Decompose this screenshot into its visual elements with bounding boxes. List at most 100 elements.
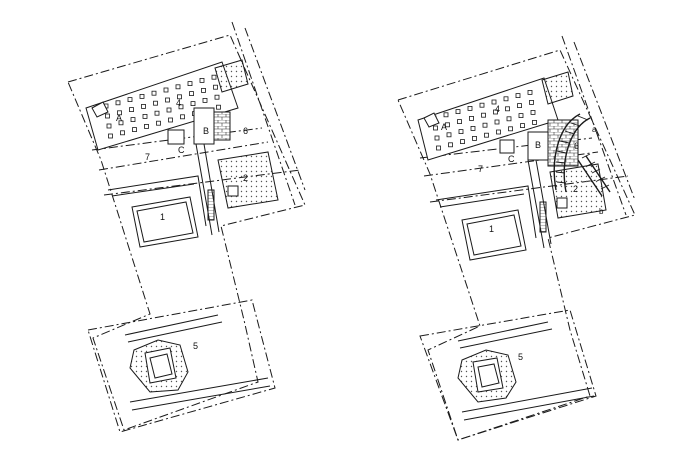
room-c-right — [499, 139, 515, 154]
tile-mark — [127, 97, 133, 102]
label-right-point-b: b — [599, 207, 604, 216]
tile-mark — [505, 106, 510, 112]
tile-mark — [165, 97, 170, 103]
tile-mark — [144, 124, 149, 129]
tile-mark — [177, 94, 182, 100]
tile-mark — [532, 120, 537, 125]
tile-mark — [448, 142, 453, 148]
label-right-a: A — [441, 122, 447, 132]
tile-mark — [211, 74, 217, 80]
label-left-1: 1 — [160, 212, 165, 222]
tile-mark — [443, 112, 449, 118]
tile-mark — [187, 81, 193, 86]
tile-mark — [189, 91, 194, 96]
tile-mark — [175, 84, 181, 90]
tile-mark — [166, 107, 172, 113]
lower-parallel-lines-left — [124, 314, 271, 411]
label-left-b: B — [203, 126, 209, 136]
tile-mark — [433, 125, 438, 131]
tile-mark — [518, 113, 524, 118]
tile-mark — [216, 104, 221, 110]
boundary-upper-right — [397, 49, 636, 441]
tile-mark — [455, 109, 461, 114]
tile-mark — [457, 119, 462, 124]
tile-mark — [105, 113, 110, 119]
curved-wall-ticks-right — [555, 115, 589, 184]
label-right-4: 4 — [495, 104, 500, 114]
tile-mark — [120, 130, 125, 136]
tile-mark — [434, 135, 440, 141]
tile-mark — [470, 126, 476, 131]
label-left-5: 5 — [193, 341, 198, 351]
tile-mark — [139, 94, 145, 99]
field-1-steps-right — [435, 185, 537, 239]
tile-mark — [202, 98, 208, 103]
tile-mark — [151, 90, 157, 96]
label-left-a: A — [116, 113, 122, 123]
striped-passage-right — [539, 201, 547, 233]
ruin-5-core-left — [144, 347, 177, 384]
tile-mark — [482, 122, 488, 128]
tile-mark — [132, 127, 137, 132]
tile-mark — [503, 96, 509, 102]
lower-parallel-lines-right — [457, 321, 595, 421]
room-c-left — [167, 129, 185, 145]
small-box-right — [556, 197, 568, 209]
boundary-upper-left — [67, 34, 306, 431]
tile-mark — [530, 110, 536, 115]
tile-mark — [491, 99, 497, 105]
brick-strip-left — [213, 111, 231, 141]
label-right-6: 6 — [574, 141, 579, 151]
ruin-5-inner-right — [477, 363, 500, 388]
plan-right — [397, 35, 636, 441]
tile-mark — [481, 112, 486, 118]
label-left-c: C — [178, 145, 185, 155]
tile-mark — [117, 110, 122, 116]
tile-mark — [445, 122, 450, 128]
tile-mark — [118, 120, 124, 126]
tile-mark — [115, 100, 121, 106]
tile-mark — [479, 102, 485, 108]
field-1-outer-left — [131, 196, 199, 248]
plan-left — [67, 21, 306, 433]
tile-mark — [469, 116, 474, 121]
hut-a-right — [423, 112, 440, 128]
tile-mark — [190, 101, 196, 106]
tile-mark — [493, 109, 498, 115]
field-1-inner-left — [136, 201, 194, 243]
tile-mark — [436, 145, 441, 151]
label-right-7: 7 — [478, 164, 483, 174]
label-right-b: B — [535, 140, 541, 150]
tile-mark — [460, 139, 465, 145]
tile-mark — [458, 129, 464, 135]
tile-mark — [153, 100, 158, 106]
tile-mark — [527, 90, 533, 95]
hut-top-left — [214, 59, 249, 93]
boundary-lower-right — [419, 309, 597, 441]
label-left-2: 2 — [243, 173, 248, 183]
field-1-inner-right — [466, 214, 522, 256]
tile-mark — [129, 107, 134, 112]
tile-mark — [156, 120, 161, 126]
tile-mark — [213, 84, 218, 90]
label-right-2: 2 — [573, 184, 578, 194]
brick-strip-right — [547, 119, 579, 167]
tile-mark — [467, 106, 473, 111]
tile-mark — [515, 93, 521, 98]
hut-a-left — [91, 101, 109, 118]
tile-mark — [180, 114, 185, 120]
label-right-c: C — [508, 154, 515, 164]
tile-mark — [154, 110, 160, 116]
field-1-steps-left — [107, 175, 207, 227]
tile-mark — [199, 78, 205, 83]
tile-mark — [508, 126, 513, 132]
label-left-7: 7 — [145, 152, 150, 162]
tile-mark — [446, 132, 452, 138]
room-a-tiles-right — [417, 77, 559, 161]
ruin-5-core-right — [472, 357, 504, 393]
tile-mark — [472, 135, 477, 141]
tile-mark — [520, 123, 525, 128]
tile-mark — [201, 88, 206, 93]
tile-mark — [108, 133, 113, 139]
